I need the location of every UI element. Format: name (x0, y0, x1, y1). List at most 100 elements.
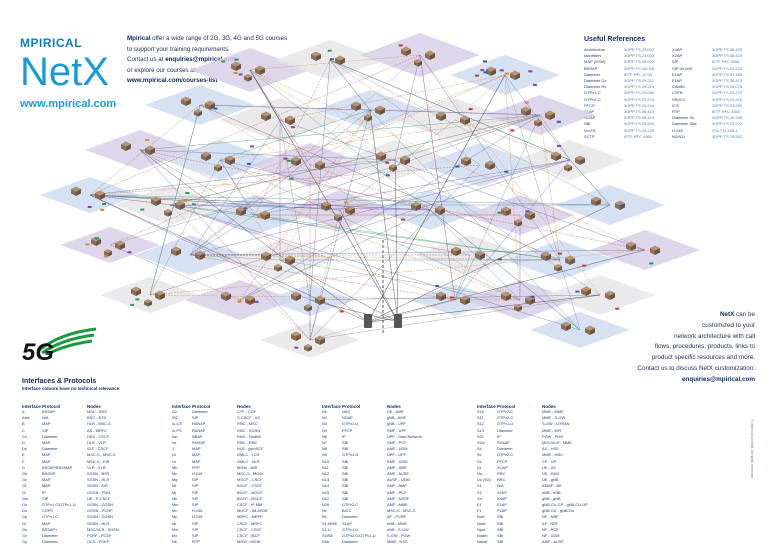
reference-spec[interactable]: IETF RFC 3261 (712, 59, 741, 65)
reference-name: GTPv1-C (584, 90, 601, 96)
reference-spec[interactable]: IETF RFC 6733 (624, 71, 653, 77)
interface-nodes: CSCF - MRFC (237, 520, 263, 526)
interface-protocol: SIP (192, 483, 199, 489)
ue-link (309, 299, 399, 323)
reference-spec[interactable]: 3GPP TS 38.413 (624, 115, 655, 121)
interface-marker (525, 210, 530, 213)
interface-marker (619, 204, 624, 207)
reference-spec[interactable]: 3GPP TS 23.003 (624, 53, 655, 59)
ue-link (394, 159, 399, 323)
interface-nodes: BSC - BTS (87, 415, 107, 421)
interface-nodes: SGSN - BSS (87, 471, 110, 477)
interface-name: Lh (172, 458, 177, 464)
interface-protocol: BSSAP (42, 409, 55, 414)
interface-name: Gn (22, 502, 28, 508)
node-side (456, 249, 461, 256)
reference-spec[interactable]: 3GPP TS 29.502 (712, 133, 743, 139)
node-side (164, 211, 168, 217)
interface-link (89, 194, 611, 206)
interface-marker (127, 251, 132, 254)
reference-spec[interactable]: 3GPP TS 29.214 (624, 84, 655, 90)
reference-spec[interactable]: 3GPP TS 24.229 (712, 65, 743, 71)
interface-protocol: MAP (42, 440, 51, 446)
interface-name: Sv (477, 452, 482, 458)
intro-text: Mpirical offer a wide range of 2G, 3G, 4… (127, 34, 297, 87)
reference-spec[interactable]: 3GPP TS 29.060 (624, 90, 655, 96)
reference-spec[interactable]: 3GPP TS 29.274 (624, 96, 655, 102)
interface-marker (233, 71, 238, 74)
node-side (176, 249, 181, 256)
node-side (414, 61, 418, 67)
reference-spec[interactable]: 3GPP TS 36.423 (712, 53, 743, 59)
reference-spec[interactable]: 3GPP TS 23.002 (624, 47, 655, 52)
intro-line2: to support your training requirements. (127, 45, 230, 53)
reference-spec[interactable]: 3GPP TS 23.216 (712, 96, 743, 102)
reference-spec[interactable]: 3GPP TS 23.292 (712, 102, 743, 108)
reference-spec[interactable]: 3GPP TS 24.229 (624, 127, 655, 133)
reference-spec[interactable]: ITU-T H.248.1 (712, 127, 738, 133)
interface-protocol: GTPv1-U (497, 421, 514, 427)
cta-line2: customized to your (702, 321, 755, 329)
reference-spec[interactable]: IETF RFC 4960 (624, 133, 653, 139)
node-side (195, 253, 200, 260)
reference-spec[interactable]: 3GPP TS 29.212 (624, 78, 655, 84)
interface-protocol: GTPv2-C (497, 415, 514, 421)
reference-name: Diameter Rx (584, 84, 607, 90)
interface-protocol: SBI (342, 489, 349, 495)
node-side (510, 73, 515, 80)
phone-icon (364, 314, 372, 328)
intro-email[interactable]: enquiries@mpirical.com (165, 56, 237, 63)
interface-protocol: SIP (192, 489, 199, 495)
reference-spec[interactable]: 3GPP TS 29.328 (712, 115, 743, 121)
node-side (554, 266, 558, 272)
intro-courses-link[interactable]: www.mpirical.com/courses-list (127, 77, 218, 84)
interface-nodes: SGSN - GGSN (87, 514, 113, 520)
reference-spec[interactable]: 3GPP TS 36.413 (624, 109, 655, 115)
interface-marker (191, 203, 196, 206)
interface-nodes: AS - MRFC (87, 427, 107, 433)
interface-link (219, 159, 256, 216)
interface-name: SGi (477, 433, 484, 439)
interface-marker (385, 174, 390, 177)
reference-spec[interactable]: 3GPP TS 48.008 (624, 65, 655, 71)
reference-spec[interactable]: 3GPP TS 29.244 (624, 102, 655, 108)
node-side (108, 251, 112, 257)
interface-link (454, 74, 506, 121)
reference-spec[interactable]: 3GPP TS 29.002 (624, 59, 655, 65)
reference-spec[interactable]: 3GPP TS 29.500 (624, 121, 655, 127)
node-side (150, 148, 155, 155)
node-side (248, 76, 252, 82)
reference-spec[interactable]: 3GPP TS 38.473 (712, 78, 743, 84)
reference-spec[interactable]: 3GPP TS 37.483 (712, 71, 743, 77)
reference-spec[interactable]: IETF RFC 3550 (712, 109, 741, 115)
interface-marker (524, 101, 529, 104)
node-side (545, 113, 550, 120)
interface-marker (87, 205, 92, 208)
interface-marker (246, 162, 251, 165)
reference-spec[interactable]: 3GPP TS 38.423 (712, 47, 743, 52)
reference-spec[interactable]: 3GPP TS 29.272 (712, 121, 743, 127)
interface-link (139, 149, 521, 301)
reference-spec[interactable]: 3GPP TS 23.272 (712, 90, 743, 96)
node-side (296, 159, 301, 166)
copyright: © Mpirical Limited. All rights reserved. (750, 420, 754, 479)
brand-url[interactable]: www.mpirical.com (20, 98, 117, 110)
reference-name: PFCP (584, 102, 595, 108)
reference-name: SRVCC (672, 96, 686, 102)
node-side (380, 108, 385, 115)
node-side (575, 158, 580, 165)
node-side (321, 204, 326, 211)
cta-email[interactable]: enquiries@mpirical.com (682, 375, 755, 383)
reference-spec[interactable]: 3GPP TS 29.078 (712, 84, 743, 90)
